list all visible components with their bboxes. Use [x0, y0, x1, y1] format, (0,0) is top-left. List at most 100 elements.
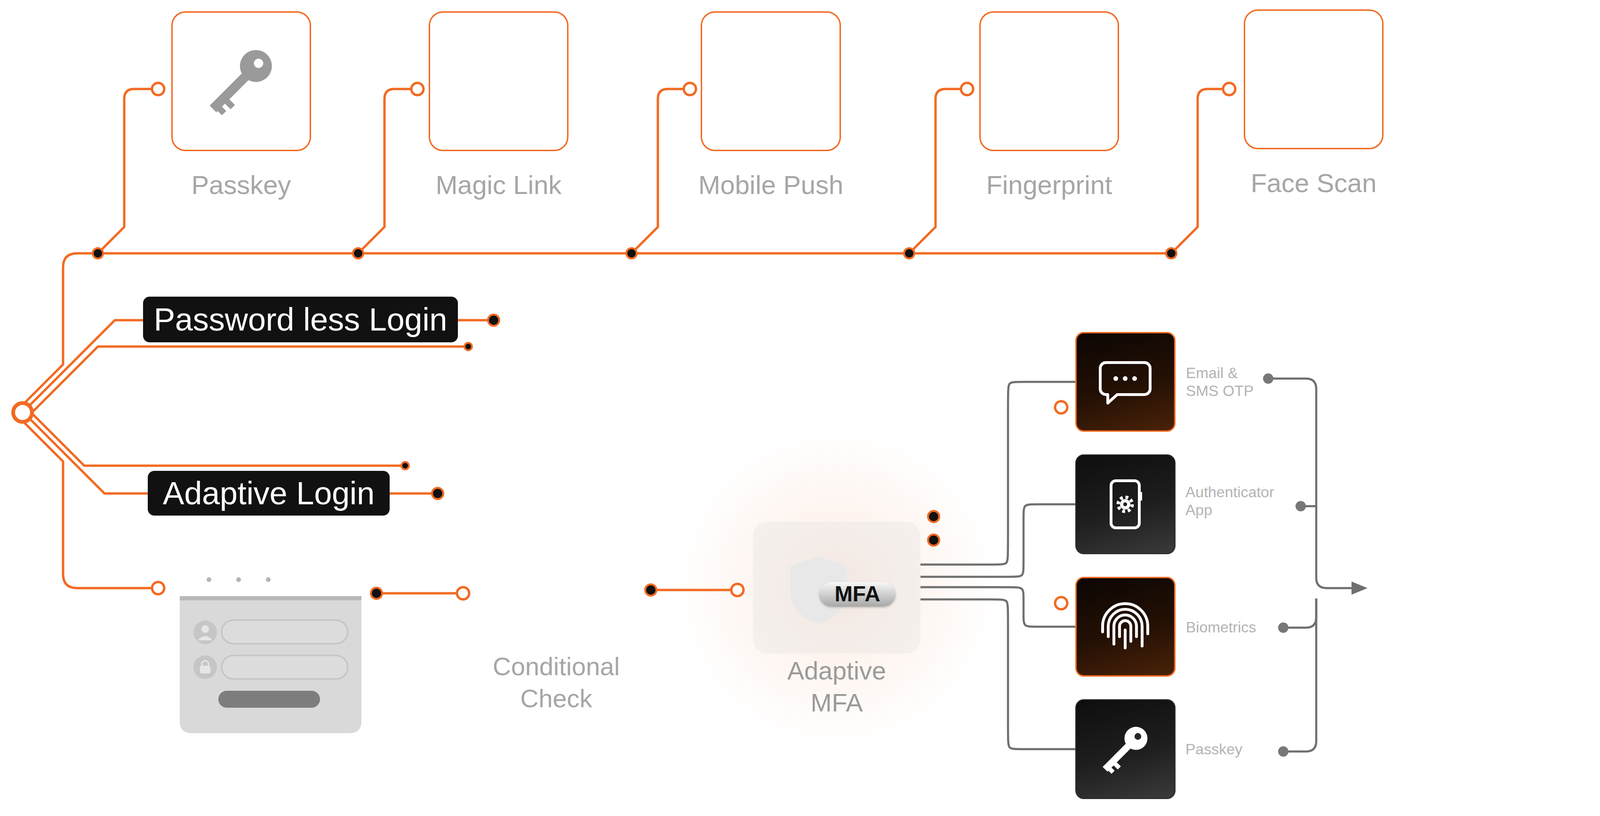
branch-wire — [631, 88, 684, 254]
output-arrow — [1351, 581, 1368, 595]
port-circle — [411, 82, 424, 96]
junction-dot — [904, 248, 915, 259]
chat-bubble — [1100, 362, 1151, 403]
user-icon — [193, 620, 217, 644]
key-tooth — [1113, 761, 1121, 769]
user-icon-body — [197, 635, 213, 640]
junction-dot — [401, 461, 409, 470]
orange-wires — [19, 88, 1224, 593]
step-wire — [381, 592, 457, 595]
factor-label: Passkey — [1185, 739, 1308, 758]
fingerprint-icon — [1102, 603, 1148, 648]
form-field — [221, 655, 348, 679]
phone-button — [1139, 491, 1143, 501]
port-circle — [1055, 596, 1068, 609]
wire-dot — [1295, 500, 1306, 512]
pill-wire — [28, 346, 469, 416]
port-circle — [731, 583, 744, 596]
pill-label: Password less Login — [153, 300, 448, 339]
form-button — [218, 690, 320, 708]
method-card: Face Scan — [1243, 9, 1384, 150]
method-label: Passkey — [191, 168, 292, 201]
mfa-label: Adaptive MFA — [766, 654, 908, 719]
mfa-connector — [920, 586, 1076, 627]
mfa-connector — [920, 381, 1076, 565]
port-circles — [152, 82, 1236, 609]
key-hole — [1133, 731, 1143, 741]
key-tooth — [1108, 767, 1115, 774]
key-icon — [201, 43, 279, 120]
factor-tile: Passkey — [1075, 698, 1176, 799]
branch-wire — [909, 88, 961, 254]
merge-wire — [1283, 598, 1317, 752]
method-card: Magic Link — [428, 11, 569, 152]
junction-dot — [1166, 248, 1177, 259]
factor-tile: Biometrics — [1075, 576, 1176, 677]
phone-outline — [1111, 480, 1140, 528]
fingerprint-ridge — [1113, 614, 1137, 644]
fingerprint-ridge — [1123, 629, 1127, 648]
origin-circle — [13, 402, 32, 422]
chat-dot — [1122, 376, 1128, 381]
chat-icon — [1100, 362, 1151, 403]
port-circle — [1223, 82, 1236, 96]
method-card: Passkey — [171, 11, 312, 152]
mfa-connector — [920, 599, 1076, 749]
method-label: Mobile Push — [698, 168, 844, 201]
junction-dot — [370, 587, 383, 599]
wire-dot — [1278, 622, 1289, 633]
gear-hole — [1123, 502, 1128, 506]
lock-icon — [193, 655, 217, 679]
step-wire — [656, 588, 732, 592]
junction-dots — [92, 248, 1177, 599]
merge-wire — [1283, 598, 1317, 628]
junction-dot — [928, 510, 940, 522]
pill-wire — [28, 409, 406, 466]
junction-dot — [488, 314, 500, 326]
lock-icon-shackle — [201, 660, 209, 666]
merge-wire — [1268, 378, 1358, 588]
factor-tile: Authenticator App — [1075, 454, 1176, 554]
method-label: Face Scan — [1250, 167, 1377, 199]
key-hole — [251, 56, 265, 70]
merge-wires — [1268, 378, 1358, 752]
method-label: Magic Link — [435, 168, 562, 201]
junction-dot — [432, 487, 444, 499]
form-top-bar — [179, 595, 362, 600]
form-field — [221, 619, 348, 644]
window-dot — [206, 576, 212, 582]
mfa-connector — [920, 504, 1076, 577]
pill-label: Adaptive Login — [162, 473, 375, 513]
login-pill: Password less Login — [143, 296, 458, 343]
gear-body — [1120, 498, 1131, 510]
port-circle — [456, 586, 470, 600]
factor-label: Email & SMS OTP — [1185, 363, 1266, 400]
connector-layer — [920, 381, 1076, 749]
fingerprint-ridge — [1108, 608, 1143, 646]
port-circle — [1055, 400, 1068, 414]
junction-dot — [626, 248, 637, 259]
key-tooth — [217, 106, 227, 116]
login-pill: Adaptive Login — [147, 470, 390, 516]
gear-teeth — [1118, 496, 1133, 512]
junction-dot — [928, 534, 940, 546]
merge-dots — [1263, 373, 1306, 757]
port-circle — [152, 581, 165, 594]
wire-dot — [1278, 745, 1289, 757]
factor-label: Biometrics — [1185, 617, 1309, 636]
form-wire — [20, 418, 152, 588]
mfa-badge: MFA — [819, 581, 896, 607]
branch-wire — [358, 88, 412, 254]
mfa-card: Adaptive MFAMFA — [752, 521, 921, 654]
trunk-wire — [19, 253, 1172, 408]
branch-wire — [97, 88, 152, 254]
factor-tile: Email & SMS OTP — [1075, 331, 1176, 432]
factor-label: Authenticator App — [1185, 482, 1287, 520]
key-head — [1119, 721, 1152, 754]
badge-label: MFA — [834, 580, 880, 607]
chat-dot — [1113, 376, 1119, 381]
login-form-illustration — [179, 576, 362, 733]
window-dot — [265, 576, 271, 582]
